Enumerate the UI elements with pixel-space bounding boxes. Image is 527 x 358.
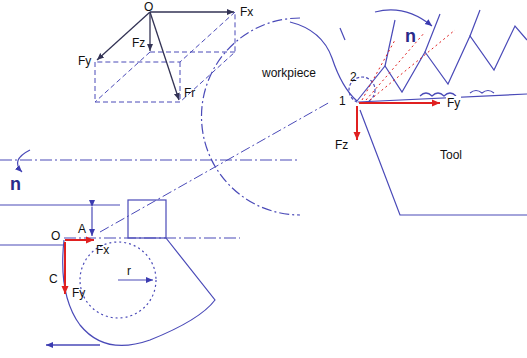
force-label: Fz — [335, 138, 348, 152]
part-name: Tool — [440, 148, 462, 162]
force-label: Fz — [132, 36, 145, 50]
part-name: workpiece — [262, 66, 316, 80]
force-label: Fy — [72, 286, 85, 300]
point-label: A — [78, 222, 86, 236]
callout-number: 1 — [339, 94, 346, 108]
force-label: Fx — [96, 243, 109, 257]
rotation-label: n — [10, 174, 21, 195]
point-label: O — [144, 0, 153, 14]
dimension-label: r — [127, 264, 131, 278]
force-label: Fx — [240, 5, 253, 19]
rotation-label: n — [405, 26, 416, 47]
force-label: Fr — [184, 86, 195, 100]
point-label: O — [51, 229, 60, 243]
force-label: Fy — [446, 96, 461, 110]
force-label: Fy — [78, 54, 91, 68]
callout-number: 2 — [350, 70, 357, 84]
point-label: C — [49, 272, 58, 286]
